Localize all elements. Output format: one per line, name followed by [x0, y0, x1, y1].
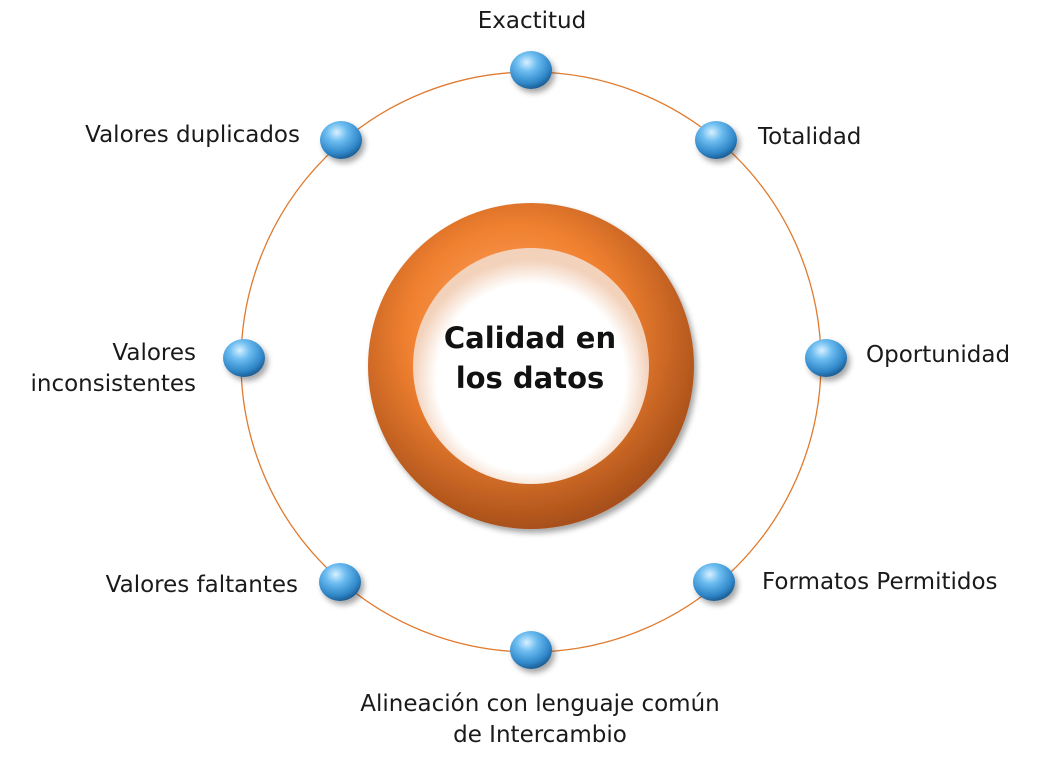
node-sphere-exactitud [510, 51, 552, 89]
center-title-line1: Calidad en [443, 321, 617, 355]
node-sphere-inconsistentes [223, 339, 265, 377]
label-duplicados: Valores duplicados [85, 122, 300, 148]
label-alineacion-line1: Alineación con lenguaje común [360, 691, 720, 717]
label-totalidad: Totalidad [758, 124, 862, 150]
label-oportunidad: Oportunidad [866, 342, 1011, 368]
label-formatos: Formatos Permitidos [762, 569, 998, 595]
node-spheres [223, 51, 847, 669]
label-exactitud: Exactitud [477, 8, 587, 34]
label-inconsistentes-line2: inconsistentes [30, 371, 196, 397]
node-sphere-oportunidad [805, 339, 847, 377]
node-sphere-duplicados [320, 121, 362, 159]
label-inconsistentes-line1: Valores [112, 340, 196, 366]
center-title-line2: los datos [455, 361, 605, 395]
node-sphere-alineacion [510, 631, 552, 669]
label-alineacion: Alineación con lenguaje común de Interca… [335, 689, 745, 751]
center-title: Calidad en los datos [419, 318, 641, 398]
label-alineacion-line2: de Intercambio [453, 722, 627, 748]
node-sphere-faltantes [319, 563, 361, 601]
label-faltantes: Valores faltantes [105, 572, 298, 598]
label-inconsistentes: Valores inconsistentes [6, 338, 196, 400]
node-sphere-totalidad [695, 121, 737, 159]
node-sphere-formatos [693, 563, 735, 601]
center-torus [368, 203, 694, 529]
